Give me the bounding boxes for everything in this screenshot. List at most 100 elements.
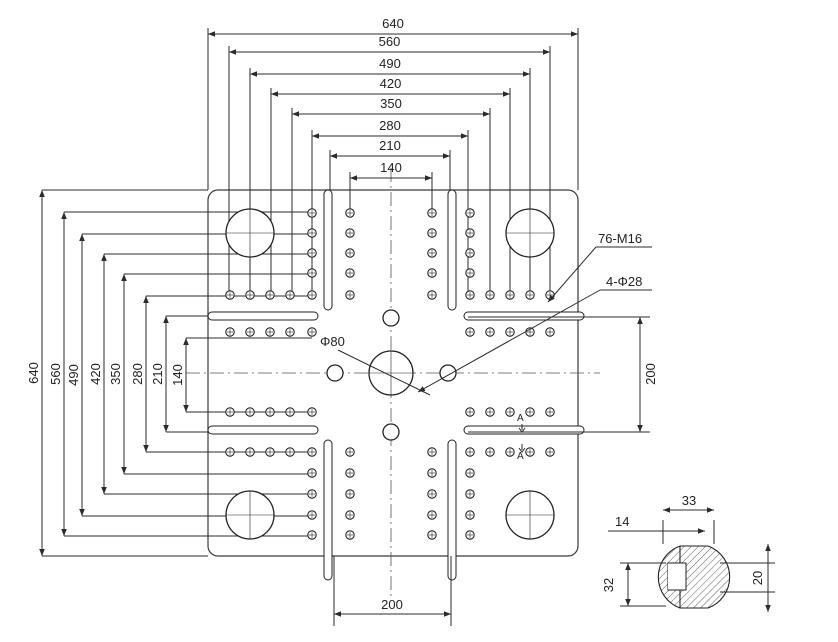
- tapped-hole: [307, 228, 317, 238]
- tapped-hole: [427, 510, 437, 520]
- tapped-hole: [465, 407, 475, 417]
- tapped-hole: [545, 407, 555, 417]
- tslot-neck-width: 14: [615, 514, 629, 529]
- guide-bushing-top-left: [225, 208, 275, 258]
- tslot-profile: [657, 545, 731, 609]
- tapped-hole: [427, 208, 437, 218]
- tapped-hole: [345, 489, 355, 499]
- section-marker-a-lower: A: [517, 451, 524, 462]
- t-slot-vertical-bottom: [447, 439, 457, 581]
- tapped-hole: [465, 510, 475, 520]
- tapped-hole: [485, 290, 495, 300]
- left-dim-label: 210: [150, 363, 165, 385]
- tapped-hole: [307, 407, 317, 417]
- t-slot-horizontal-left: [207, 425, 319, 435]
- tapped-hole: [245, 290, 255, 300]
- tapped-hole: [525, 407, 535, 417]
- tapped-hole: [345, 268, 355, 278]
- tapped-holes-callout: 76-M16: [598, 231, 642, 246]
- tapped-hole: [345, 248, 355, 258]
- tapped-hole: [427, 468, 437, 478]
- tslot-top-width: 33: [682, 493, 696, 508]
- left-dim-label: 420: [88, 363, 103, 385]
- tapped-hole: [225, 407, 235, 417]
- tapped-hole: [285, 407, 295, 417]
- tapped-hole: [485, 407, 495, 417]
- tapped-hole: [307, 268, 317, 278]
- t-slot-horizontal-left: [207, 311, 319, 321]
- t-slots: [207, 189, 585, 581]
- left-dim-label: 640: [26, 362, 41, 384]
- t-slot-vertical-top: [323, 189, 333, 311]
- top-dim-label: 640: [382, 16, 404, 31]
- tapped-hole: [427, 447, 437, 457]
- left-dim-label: 490: [66, 364, 81, 386]
- tapped-hole: [285, 327, 295, 337]
- tapped-hole: [465, 268, 475, 278]
- t-slot-horizontal-right: [463, 311, 585, 321]
- tapped-hole: [307, 290, 317, 300]
- tapped-hole: [465, 228, 475, 238]
- side-dimension: 200: [468, 316, 658, 433]
- tapped-hole: [345, 510, 355, 520]
- center-locating-hole: [368, 350, 414, 396]
- top-dim-label: 140: [380, 160, 402, 175]
- left-dim-label: 280: [130, 363, 145, 385]
- tapped-hole: [245, 407, 255, 417]
- tapped-hole: [427, 530, 437, 540]
- tapped-hole-pattern: [225, 208, 555, 540]
- center-hole-leader: [337, 349, 431, 396]
- top-dim-label: 490: [379, 56, 401, 71]
- tapped-hole: [265, 447, 275, 457]
- tapped-hole: [307, 468, 317, 478]
- side-dimension-label: 200: [643, 363, 658, 385]
- tapped-hole: [307, 530, 317, 540]
- tapped-hole: [345, 468, 355, 478]
- tapped-hole: [285, 447, 295, 457]
- guide-bushing-bottom-right: [505, 490, 555, 540]
- tapped-hole: [545, 290, 555, 300]
- tapped-hole: [345, 228, 355, 238]
- tapped-hole: [465, 530, 475, 540]
- tapped-hole: [427, 228, 437, 238]
- guide-bushing-top-right: [505, 208, 555, 258]
- tapped-hole: [525, 290, 535, 300]
- guide-holes-leader: [417, 289, 601, 393]
- tapped-hole: [245, 327, 255, 337]
- tapped-hole: [465, 489, 475, 499]
- t-slot-vertical-top: [447, 189, 457, 311]
- tapped-hole: [545, 447, 555, 457]
- tapped-hole: [285, 290, 295, 300]
- tapped-hole: [505, 407, 515, 417]
- tapped-hole: [465, 447, 475, 457]
- tapped-hole: [307, 327, 317, 337]
- tapped-hole: [307, 510, 317, 520]
- tapped-hole: [225, 290, 235, 300]
- tapped-hole: [485, 447, 495, 457]
- tapped-hole: [307, 208, 317, 218]
- tapped-hole: [225, 327, 235, 337]
- tapped-hole: [265, 407, 275, 417]
- tapped-hole: [427, 290, 437, 300]
- top-dim-label: 280: [379, 118, 401, 133]
- t-slot-vertical-bottom: [323, 439, 333, 581]
- section-markers: A A: [517, 413, 526, 462]
- tapped-hole: [265, 327, 275, 337]
- tapped-hole: [345, 208, 355, 218]
- top-dim-label: 350: [380, 96, 402, 111]
- tapped-hole: [465, 248, 475, 258]
- tapped-hole: [485, 327, 495, 337]
- top-dim-label: 420: [380, 76, 402, 91]
- tapped-holes-leader: [547, 246, 597, 303]
- top-dim-label: 210: [379, 138, 401, 153]
- center-hole-label: Φ80: [320, 334, 345, 349]
- left-dim-label: 350: [108, 363, 123, 385]
- tslot-outer-height: 32: [601, 578, 616, 592]
- tapped-hole: [427, 489, 437, 499]
- bottom-dimension-label: 200: [381, 597, 403, 612]
- tapped-hole: [307, 447, 317, 457]
- tapped-hole: [505, 327, 515, 337]
- tapped-hole: [465, 468, 475, 478]
